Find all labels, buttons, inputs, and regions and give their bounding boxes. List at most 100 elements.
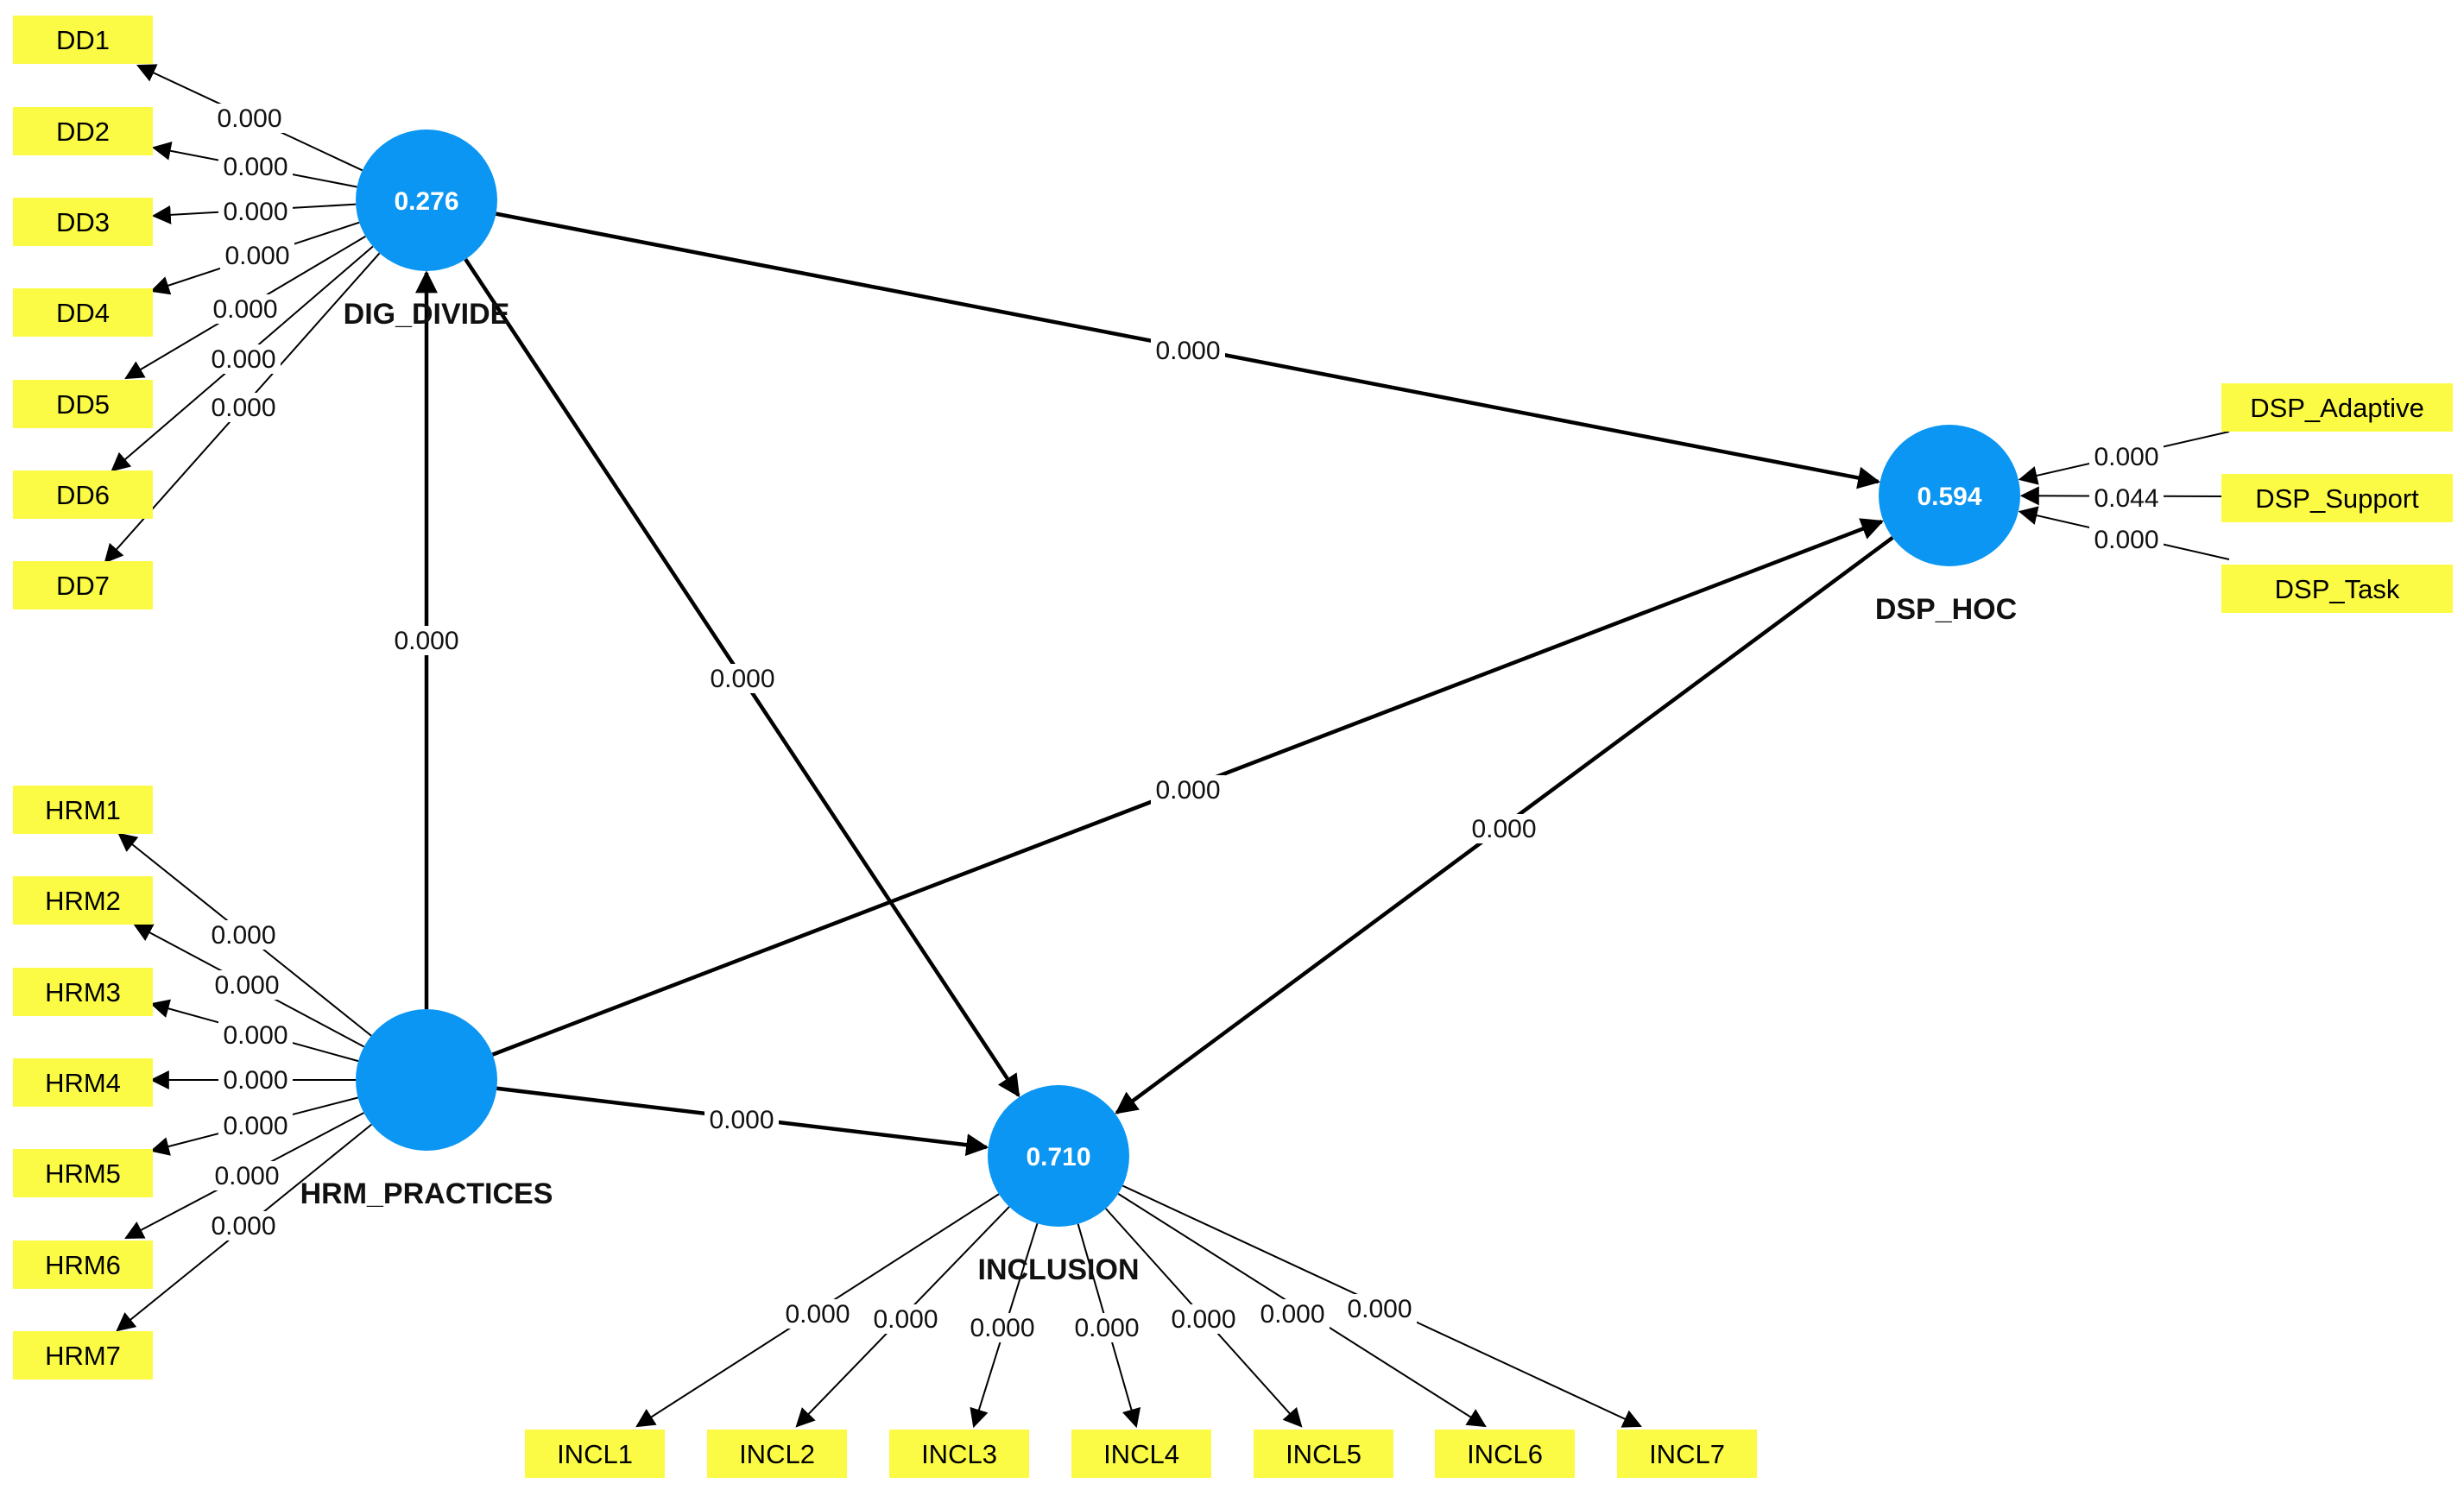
loading-pvalue-incl7-bg bbox=[1343, 1294, 1417, 1323]
loading-pvalue-dd6-bg bbox=[206, 344, 281, 374]
loading-pvalue-hrm7: 0.000 bbox=[206, 1211, 281, 1241]
weight-pvalue-dsp-task: 0.000 bbox=[2089, 525, 2164, 554]
indicator-dsp-task[interactable]: DSP_Task bbox=[2221, 565, 2453, 613]
indicator-dd6-box bbox=[13, 470, 153, 519]
loading-pvalue-incl5-text: 0.000 bbox=[1171, 1305, 1235, 1334]
loading-pvalue-incl4: 0.000 bbox=[1070, 1313, 1144, 1342]
loading-pvalue-incl7-text: 0.000 bbox=[1347, 1295, 1412, 1323]
construct-inclusion-circle bbox=[988, 1085, 1129, 1227]
indicator-hrm2-label: HRM2 bbox=[45, 886, 121, 916]
construct-inclusion-label: INCLUSION bbox=[978, 1253, 1140, 1286]
indicator-dd2-label: DD2 bbox=[56, 117, 110, 147]
indicator-dd1[interactable]: DD1 bbox=[13, 16, 153, 64]
path-pvalue-hrm_practices-to-inclusion-text: 0.000 bbox=[709, 1106, 774, 1134]
indicator-incl6[interactable]: INCL6 bbox=[1435, 1430, 1575, 1478]
indicator-dd1-label: DD1 bbox=[56, 25, 110, 55]
indicator-hrm6-box bbox=[13, 1241, 153, 1289]
indicator-incl5[interactable]: INCL5 bbox=[1254, 1430, 1393, 1478]
indicator-incl2[interactable]: INCL2 bbox=[707, 1430, 847, 1478]
indicator-dd6[interactable]: DD6 bbox=[13, 470, 153, 519]
indicator-hrm4[interactable]: HRM4 bbox=[13, 1058, 153, 1107]
indicator-incl4-label: INCL4 bbox=[1103, 1439, 1179, 1469]
indicator-dd7[interactable]: DD7 bbox=[13, 561, 153, 609]
path-pvalue-dig_divide-to-inclusion-text: 0.000 bbox=[710, 665, 774, 693]
indicator-incl6-label: INCL6 bbox=[1467, 1439, 1543, 1469]
loading-pvalue-incl6: 0.000 bbox=[1255, 1299, 1330, 1329]
path-pvalue-dig_divide-to-dsp_hoc: 0.000 bbox=[1151, 336, 1225, 365]
loading-pvalue-hrm6: 0.000 bbox=[210, 1161, 284, 1190]
construct-dsp-hoc-r-squared: 0.594 bbox=[1917, 483, 1981, 511]
loading-pvalue-dd5-bg bbox=[208, 294, 282, 324]
indicator-dd3-label: DD3 bbox=[56, 207, 110, 237]
loading-pvalue-hrm3: 0.000 bbox=[218, 1020, 293, 1050]
indicator-dd4-label: DD4 bbox=[56, 298, 110, 328]
indicator-hrm5-label: HRM5 bbox=[45, 1159, 121, 1189]
indicator-incl7-box bbox=[1617, 1430, 1757, 1478]
loading-pvalue-dd1-text: 0.000 bbox=[217, 104, 281, 133]
indicator-hrm7-box bbox=[13, 1331, 153, 1380]
indicator-hrm4-box bbox=[13, 1058, 153, 1107]
indicator-hrm1-label: HRM1 bbox=[45, 795, 121, 825]
indicator-dsp-adaptive-label: DSP_Adaptive bbox=[2250, 393, 2424, 423]
indicator-incl1-label: INCL1 bbox=[557, 1439, 633, 1469]
loading-pvalue-incl1-text: 0.000 bbox=[785, 1300, 850, 1329]
indicator-hrm2-box bbox=[13, 876, 153, 925]
loading-pvalue-dd2-bg bbox=[218, 152, 293, 181]
indicator-hrm3-box bbox=[13, 968, 153, 1016]
construct-dsp-hoc-circle bbox=[1879, 425, 2020, 566]
indicator-incl3-box bbox=[889, 1430, 1029, 1478]
loading-pvalue-hrm4-bg bbox=[218, 1065, 293, 1095]
indicator-hrm2[interactable]: HRM2 bbox=[13, 876, 153, 925]
loading-pvalue-dd4: 0.000 bbox=[220, 241, 294, 270]
indicator-dsp-support[interactable]: DSP_Support bbox=[2221, 474, 2453, 522]
indicator-hrm7[interactable]: HRM7 bbox=[13, 1331, 153, 1380]
indicator-dd2[interactable]: DD2 bbox=[13, 107, 153, 155]
path-pvalue-hrm_practices-to-dsp_hoc: 0.000 bbox=[1151, 775, 1225, 805]
construct-hrm-practices[interactable]: HRM_PRACTICES bbox=[300, 1009, 553, 1210]
indicator-dsp-adaptive-box bbox=[2221, 383, 2453, 432]
loading-pvalue-hrm3-bg bbox=[218, 1020, 293, 1050]
path-pvalue-dsp_hoc-to-inclusion: 0.000 bbox=[1467, 814, 1541, 843]
path-pvalue-hrm_practices-to-dig_divide-text: 0.000 bbox=[394, 627, 458, 655]
loading-pvalue-incl6-text: 0.000 bbox=[1260, 1300, 1324, 1329]
indicator-dd5[interactable]: DD5 bbox=[13, 380, 153, 428]
indicator-hrm5[interactable]: HRM5 bbox=[13, 1149, 153, 1197]
loading-pvalue-dd4-bg bbox=[220, 241, 294, 270]
loading-pvalue-incl1-bg bbox=[780, 1299, 855, 1329]
loading-pvalue-dd7-bg bbox=[206, 393, 281, 422]
path-pvalue-hrm_practices-to-dig_divide: 0.000 bbox=[389, 626, 464, 655]
indicator-hrm7-label: HRM7 bbox=[45, 1341, 121, 1371]
indicator-hrm6[interactable]: HRM6 bbox=[13, 1241, 153, 1289]
construct-dig-divide-circle bbox=[356, 129, 497, 271]
loading-pvalue-dd3: 0.000 bbox=[218, 197, 293, 226]
indicator-dd4[interactable]: DD4 bbox=[13, 288, 153, 337]
indicator-hrm1[interactable]: HRM1 bbox=[13, 786, 153, 834]
loading-pvalue-hrm2: 0.000 bbox=[210, 970, 284, 1000]
indicator-incl4[interactable]: INCL4 bbox=[1071, 1430, 1211, 1478]
construct-dig-divide-r-squared: 0.276 bbox=[394, 187, 458, 216]
indicator-incl5-label: INCL5 bbox=[1286, 1439, 1362, 1469]
loading-pvalue-incl5: 0.000 bbox=[1166, 1304, 1241, 1334]
indicator-dd4-box bbox=[13, 288, 153, 337]
indicator-incl3[interactable]: INCL3 bbox=[889, 1430, 1029, 1478]
loading-pvalue-incl3: 0.000 bbox=[965, 1313, 1039, 1342]
indicator-dd3-box bbox=[13, 198, 153, 246]
indicator-incl7[interactable]: INCL7 bbox=[1617, 1430, 1757, 1478]
loading-pvalue-dd2-text: 0.000 bbox=[223, 153, 287, 181]
nodes-layer: DD1DD2DD3DD4DD5DD6DD7HRM1HRM2HRM3HRM4HRM… bbox=[13, 16, 2453, 1478]
indicator-dsp-adaptive[interactable]: DSP_Adaptive bbox=[2221, 383, 2453, 432]
path-pvalue-dsp_hoc-to-inclusion-text: 0.000 bbox=[1471, 815, 1536, 843]
indicator-hrm3[interactable]: HRM3 bbox=[13, 968, 153, 1016]
indicator-hrm1-box bbox=[13, 786, 153, 834]
indicator-dd3[interactable]: DD3 bbox=[13, 198, 153, 246]
loading-pvalue-hrm1: 0.000 bbox=[206, 920, 281, 950]
indicator-dsp-support-box bbox=[2221, 474, 2453, 522]
indicator-incl3-label: INCL3 bbox=[921, 1439, 997, 1469]
path-pvalue-dig_divide-to-inclusion-bg bbox=[705, 664, 780, 693]
indicator-incl1[interactable]: INCL1 bbox=[525, 1430, 665, 1478]
weight-pvalue-dsp-adaptive-bg bbox=[2089, 442, 2164, 471]
loading-pvalue-hrm3-text: 0.000 bbox=[223, 1021, 287, 1050]
